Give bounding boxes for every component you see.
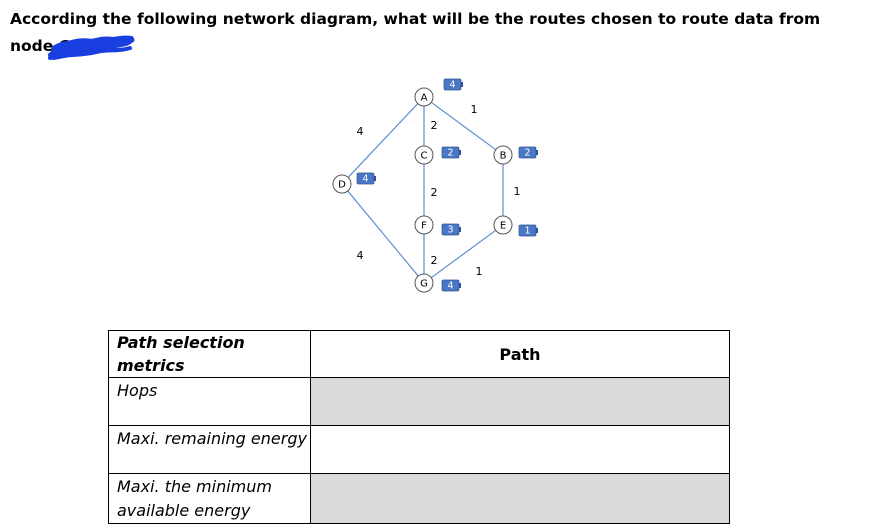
battery-icon: 3 [441,223,461,236]
node-energy-g: 4 [447,281,453,292]
node-label-c: C [421,151,428,162]
node-label-d: D [338,180,346,191]
node-energy-e: 1 [524,226,530,237]
edge-weight-a-b: 1 [471,103,478,116]
path-answer-max-remaining-energy[interactable] [310,425,730,474]
table-row: Hops [108,377,730,426]
table-header-row: Path selection metrics Path [108,330,730,378]
battery-icon: 4 [443,78,463,91]
path-metrics-table: Path selection metrics Path Hops Maxi. r… [108,330,730,524]
node-label-e: E [500,221,506,232]
battery-icon: 4 [356,172,376,185]
table-row: Maxi. remaining energy [108,425,730,474]
metric-hops: Hops [108,377,311,426]
header-metric: Path selection metrics [108,330,311,378]
metric-max-remaining-energy: Maxi. remaining energy [108,425,311,474]
battery-icon: 2 [518,146,538,159]
edge-d-g [347,190,419,277]
metric-max-min-available-energy: Maxi. the minimum available energy [108,473,311,524]
node-label-f: F [421,221,427,232]
node-circle-a [414,87,434,107]
edge-weight-c-f: 2 [431,186,438,199]
edges-layer: 2 4 1 2 2 4 1 1 [347,101,521,279]
edge-weight-a-c: 2 [431,119,438,132]
node-circle-b [493,145,513,165]
node-label-g: G [420,279,428,290]
node-energy-c: 2 [447,148,453,159]
node-circle-g [414,273,434,293]
redaction-scribble [48,35,135,60]
table-row: Maxi. the minimum available energy [108,473,730,524]
node-energy-b: 2 [524,148,530,159]
node-label-b: B [500,151,507,162]
node-label-a: A [421,93,428,104]
node-circle-e [493,215,513,235]
node-energy-d: 4 [362,174,368,185]
node-a: A4 [414,78,463,107]
edge-a-b [430,101,497,151]
battery-icon: 2 [441,146,461,159]
node-circle-f [414,215,434,235]
edge-weight-f-g: 2 [431,254,438,267]
node-energy-a: 4 [449,80,455,91]
node-circle-c [414,145,434,165]
path-answer-hops[interactable] [310,377,730,426]
battery-icon: 4 [441,279,461,292]
edge-weight-e-g: 1 [476,265,483,278]
edge-a-d [347,103,419,178]
header-path: Path [310,330,730,378]
edge-weight-d-g: 4 [357,249,364,262]
node-energy-f: 3 [447,225,453,236]
node-circle-d [332,174,352,194]
edge-weight-a-d: 4 [357,125,364,138]
edge-e-g [430,229,497,279]
edge-weight-b-e: 1 [514,185,521,198]
node-d: D4 [332,172,376,194]
battery-icon: 1 [518,224,538,237]
path-answer-max-min-energy[interactable] [310,473,730,524]
